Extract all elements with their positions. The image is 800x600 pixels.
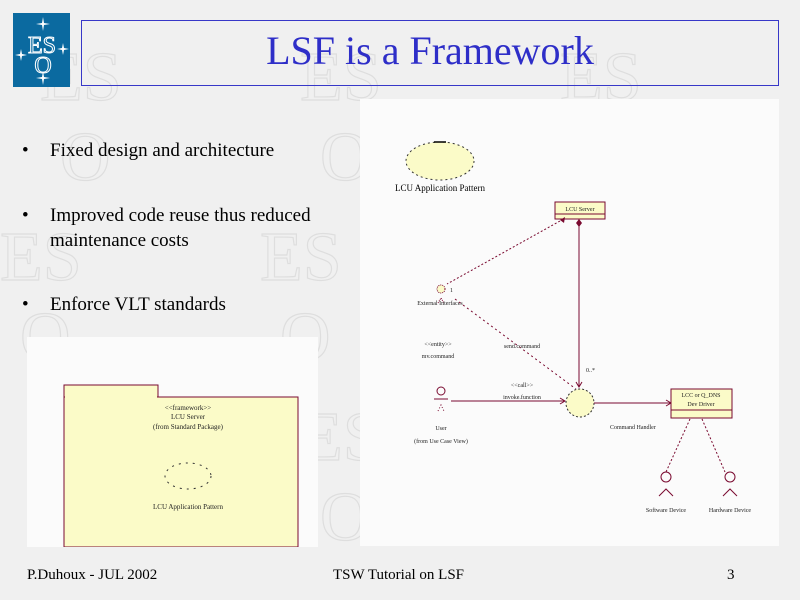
interface-actor-label: External Interfaces <box>417 300 463 307</box>
controller-circle <box>565 388 595 418</box>
send-command-label: send.command <box>504 344 540 350</box>
hardware-device-icon <box>724 471 736 483</box>
bullet-text: Improved code reuse thus reduced mainten… <box>50 205 311 251</box>
package-stereotype: <<framework>> <box>165 404 212 412</box>
pattern-ellipse <box>405 141 475 181</box>
user-actor-icon <box>436 386 446 396</box>
interface-actor-icon <box>436 284 446 294</box>
title-box: LSF is a Framework <box>81 20 779 86</box>
usecase-ellipse <box>164 462 212 490</box>
footer-page-number: 3 <box>727 567 735 583</box>
package-from: (from Standard Package) <box>153 423 224 431</box>
device-class-line2: Dev Driver <box>687 402 714 408</box>
logo-letter-o: O <box>34 53 51 79</box>
package-body <box>63 396 299 548</box>
package-diagram: <<framework>> LCU Server (from Standard … <box>27 337 318 548</box>
multiplicity-label: 0..* <box>586 368 595 374</box>
software-device-label: Software Device <box>646 507 686 514</box>
footer-author-date: P.Duhoux - JUL 2002 <box>27 567 158 583</box>
stereotype-sub-label: mv.command <box>422 354 454 360</box>
interface-multiplicity: 1 <box>450 288 453 294</box>
device-class-box <box>670 388 733 419</box>
svg-text:ES: ES <box>0 219 82 296</box>
pattern-label: LCU Application Pattern <box>395 183 485 193</box>
bullet-item: • Improved code reuse thus reduced maint… <box>18 203 370 253</box>
bullet-dot: • <box>22 294 29 315</box>
aggregation-line <box>446 220 561 285</box>
svg-text:ES: ES <box>260 219 342 296</box>
star-icon <box>57 43 69 55</box>
star-icon <box>36 71 50 85</box>
hardware-device-label: Hardware Device <box>709 508 751 514</box>
software-device-line <box>665 418 691 473</box>
bullet-text: Fixed design and architecture <box>50 140 275 161</box>
eso-logo: ES O <box>13 13 70 87</box>
logo-letters-es: ES <box>28 33 56 59</box>
device-class-line1: LCC or Q_DNS <box>681 393 720 399</box>
bullet-text: Enforce VLT standards <box>50 294 226 315</box>
send-command-line <box>454 298 577 390</box>
star-icon <box>36 17 50 31</box>
controller-label: Command Handler <box>610 425 656 431</box>
bullet-dot: • <box>22 205 29 226</box>
call-label: invoke.function <box>503 394 541 401</box>
footer-presentation: TSW Tutorial on LSF <box>333 567 465 583</box>
bullet-item: • Enforce VLT standards <box>18 292 226 317</box>
slide-title: LSF is a Framework <box>266 28 594 73</box>
server-class-box <box>554 201 606 220</box>
user-actor-label: User <box>435 426 446 432</box>
star-icon <box>15 49 27 61</box>
stereotype-label: <<entity>> <box>424 342 452 348</box>
hardware-device-line <box>701 418 726 473</box>
server-class-name: LCU Server <box>565 207 594 213</box>
usecase-label: LCU Application Pattern <box>153 503 223 511</box>
bullet-item: • Fixed design and architecture <box>18 138 274 163</box>
package-name: LCU Server <box>171 413 206 421</box>
collaboration-diagram: LCU Application Pattern LCU Server 0..* … <box>360 99 779 546</box>
bullet-dot: • <box>22 140 29 161</box>
user-from-label: (from Use Case View) <box>414 438 468 445</box>
call-stereotype: <<call>> <box>511 383 534 389</box>
software-device-icon <box>660 471 672 483</box>
svg-text:O: O <box>60 119 111 196</box>
